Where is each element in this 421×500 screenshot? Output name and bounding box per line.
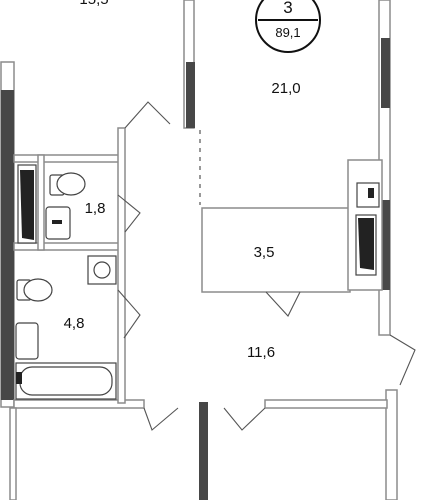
bathtub-inner-icon [19, 366, 113, 396]
small-bathroom-fixtures [17, 164, 86, 244]
boiler-valve-icon [368, 188, 374, 198]
total-area: 89,1 [275, 25, 300, 40]
bath-right-wall [117, 127, 126, 404]
bath-top-wall [13, 154, 123, 163]
right-lower-wall [385, 389, 398, 500]
bottom-wall-left [13, 399, 145, 409]
door-bath-small [117, 194, 141, 233]
shower-screen-icon [20, 170, 34, 240]
room-badge: 3 89,1 [255, 0, 321, 53]
door-bottom-right [223, 407, 266, 431]
door-living [124, 101, 171, 129]
area-bathroom-small: 1,8 [85, 200, 106, 217]
sink2-icon [15, 322, 39, 360]
sink-faucet-icon [52, 220, 62, 224]
bath-inner-wall [37, 154, 45, 251]
badge-circle [255, 0, 321, 53]
bathtub-tap-icon [16, 372, 22, 384]
left-wall-window-band [1, 90, 14, 400]
right-wall-dark-2 [381, 200, 390, 290]
right-wall-dark-1 [381, 38, 390, 108]
area-hallway: 11,6 [247, 344, 275, 361]
door-storage [265, 291, 301, 317]
area-storage: 3,5 [254, 244, 275, 261]
doors [117, 101, 416, 431]
door-right [389, 334, 416, 386]
storage-interior [208, 214, 344, 286]
bath-mid-wall [13, 242, 123, 251]
partition-wall-top-dark [186, 62, 195, 128]
walls [0, 0, 398, 500]
lower-wall-center [199, 402, 208, 500]
area-room-top-left: 15,5 [79, 0, 108, 8]
washer-drum-icon [93, 261, 111, 279]
area-living-room: 21,0 [271, 80, 300, 97]
area-bathroom-large: 4,8 [64, 315, 85, 332]
large-bathroom-fixtures [15, 255, 117, 400]
bottom-wall-right [264, 399, 388, 409]
door-bottom-left [143, 407, 179, 431]
toilet-bowl-icon [56, 172, 86, 196]
lower-wall-left [9, 407, 17, 500]
door-bath-large [117, 289, 141, 339]
rooms-count: 3 [283, 0, 292, 17]
right-niche-fixtures [355, 182, 380, 276]
toilet2-bowl-icon [23, 278, 53, 302]
shower-right-screen-icon [358, 218, 374, 270]
